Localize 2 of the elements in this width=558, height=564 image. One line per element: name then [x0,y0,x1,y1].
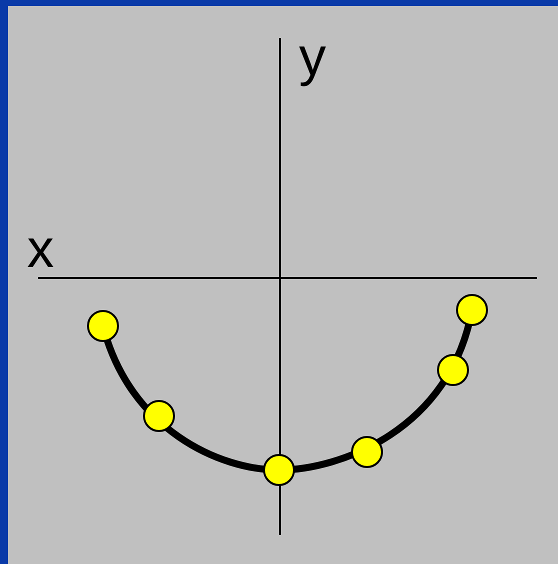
axis-label: x [27,222,54,276]
axis-label: y [299,30,326,84]
